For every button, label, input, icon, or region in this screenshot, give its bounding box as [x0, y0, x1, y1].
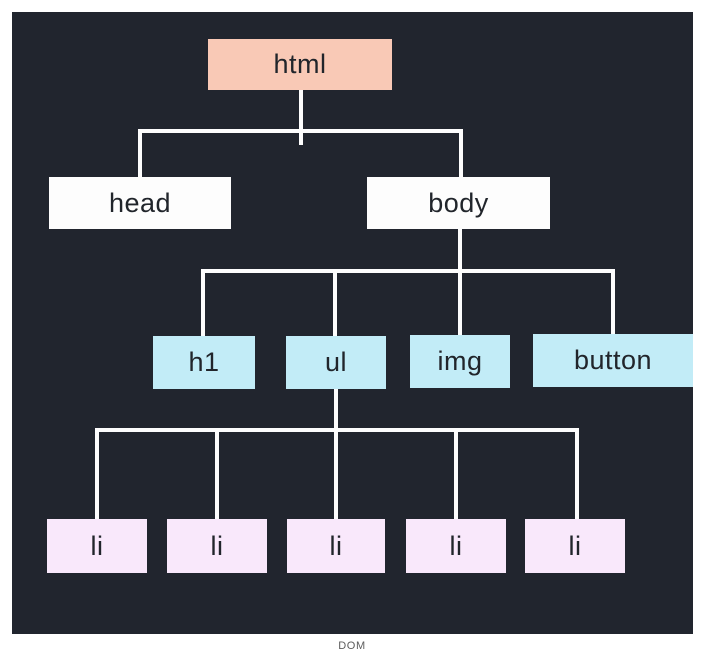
connector-line [459, 129, 463, 177]
diagram-panel: html head body h1 ul img button li li li… [12, 12, 693, 634]
connector-line [454, 428, 458, 519]
node-li-2: li [167, 519, 267, 573]
node-li-1: li [47, 519, 147, 573]
connector-line [334, 389, 338, 432]
connector-line [201, 269, 615, 273]
node-li-5: li [525, 519, 625, 573]
node-button: button [533, 334, 693, 387]
connector-line [458, 228, 462, 335]
node-li-4: li [406, 519, 506, 573]
connector-line [299, 90, 303, 145]
node-ul: ul [286, 336, 386, 389]
connector-line [95, 428, 99, 519]
node-h1: h1 [153, 336, 255, 389]
connector-line [138, 129, 463, 133]
connector-line [334, 428, 338, 519]
node-head: head [49, 177, 231, 229]
diagram-caption: DOM [338, 640, 366, 652]
node-html: html [208, 39, 392, 90]
node-li-3: li [287, 519, 385, 573]
connector-line [575, 428, 579, 519]
node-img: img [410, 335, 510, 388]
connector-line [333, 269, 337, 336]
connector-line [611, 269, 615, 334]
connector-line [215, 428, 219, 519]
connector-line [201, 269, 205, 336]
connector-line [138, 129, 142, 177]
node-body: body [367, 177, 550, 229]
